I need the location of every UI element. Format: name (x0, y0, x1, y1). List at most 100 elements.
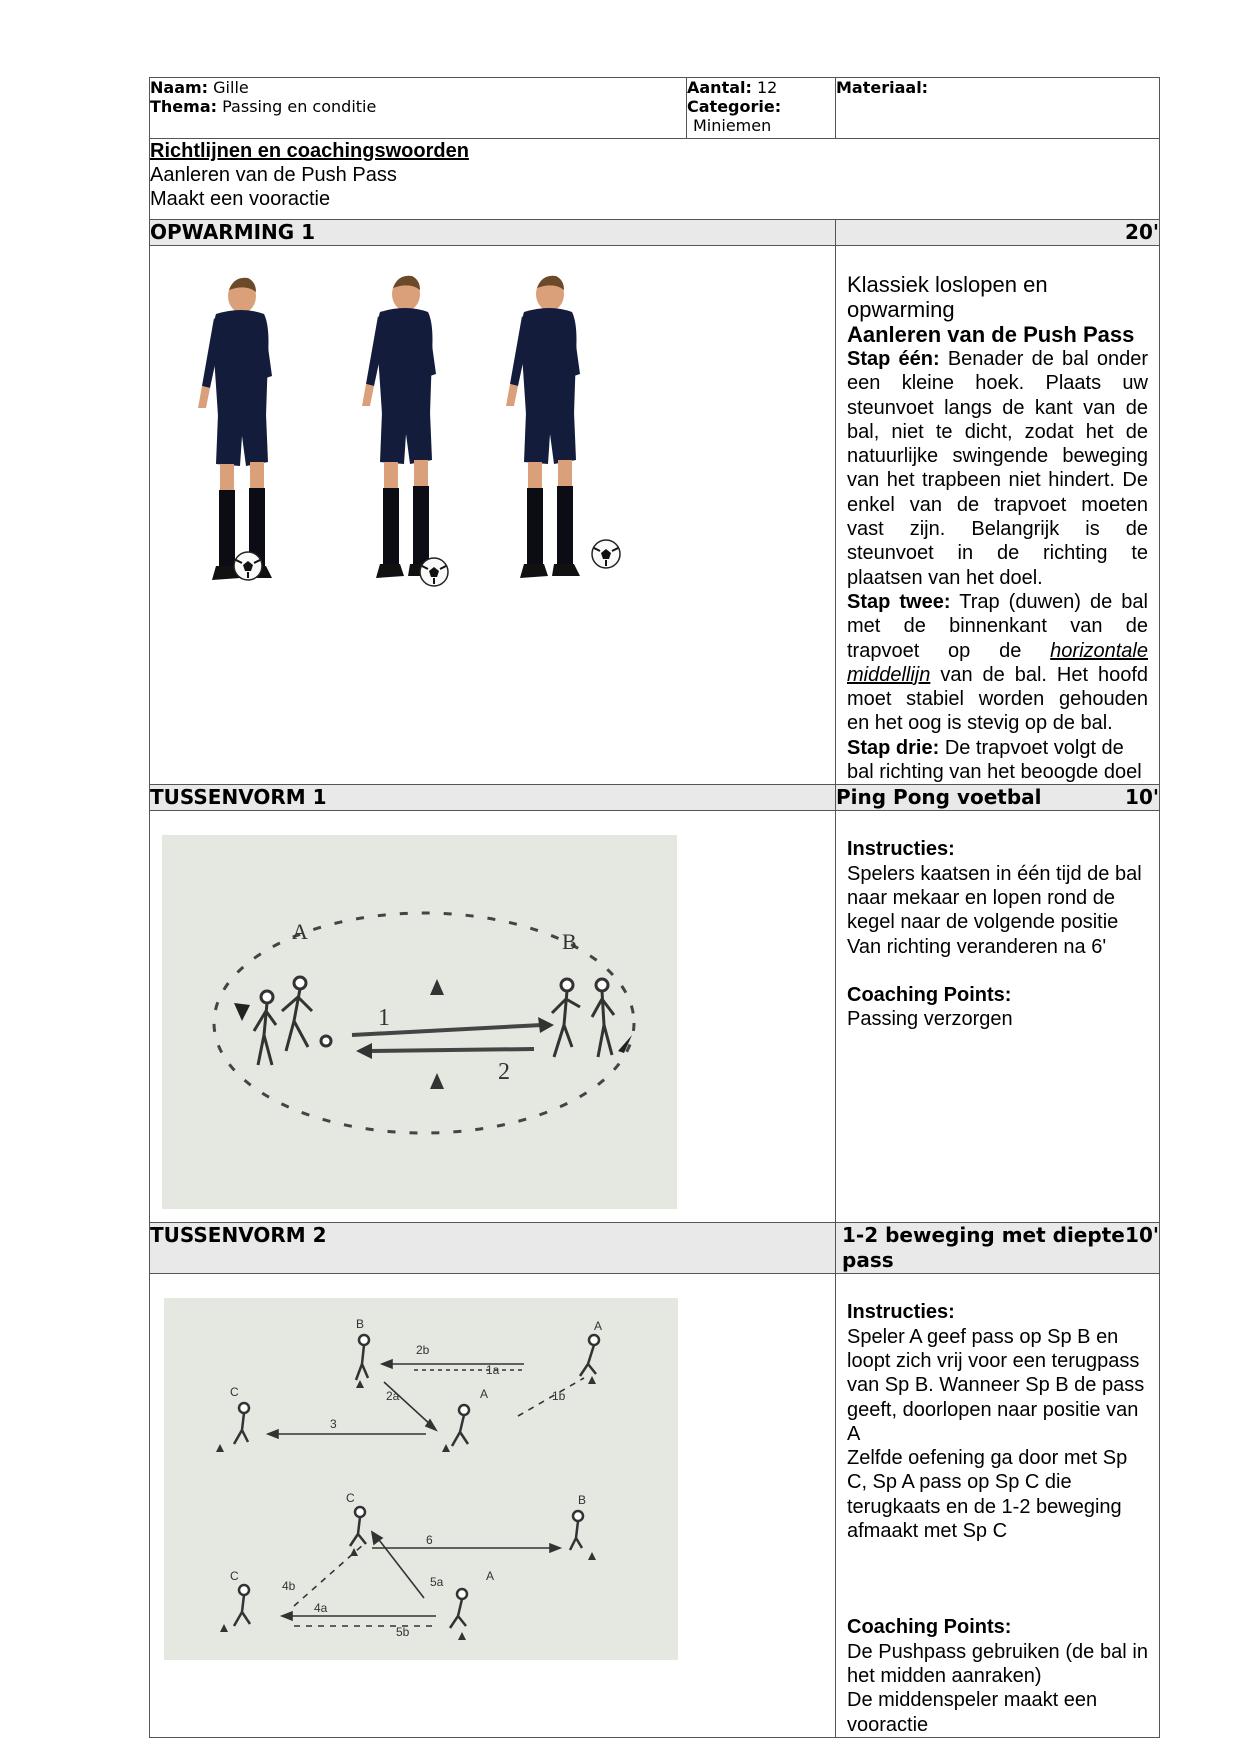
session-sheet: Naam: Gille Thema: Passing en conditie A… (149, 77, 1160, 1738)
tussenvorm2-coach-text2: De middenspeler maakt een vooractie (847, 1689, 1098, 1736)
d2-label-b: B (578, 1493, 586, 1507)
diagram-label-b: B (562, 929, 577, 954)
tussenvorm1-text-cell: Instructies: Spelers kaatsen in één tijd… (835, 810, 1160, 1224)
naam-label: Naam: (150, 78, 209, 97)
opwarming-intro: Klassiek loslopen en opwarming (847, 272, 1048, 322)
tussenvorm2-coach-text: De Pushpass gebruiken (de bal in het mid… (847, 1640, 1148, 1687)
tussenvorm2-image-cell: B A A C 2b 1a 2a 1b 3 C B C A 6 5a 4b (149, 1273, 836, 1738)
opwarming-content: Klassiek loslopen en opwarming Aanleren … (149, 244, 1160, 786)
tussenvorm1-bar: TUSSENVORM 1 Ping Pong voetbal 10' (149, 784, 1160, 812)
spacer (836, 959, 1159, 983)
guidelines-title: Richtlijnen en coachingswoorden (150, 140, 469, 162)
d1-label-c: C (230, 1385, 239, 1399)
step2-text-b: van de bal. Het hoofd moet stabiel worde… (847, 663, 1149, 735)
tussenvorm2-instr-label: Instructies: (847, 1301, 955, 1324)
categorie-value: Miniemen (693, 116, 772, 135)
tussenvorm1-coach-label: Coaching Points: (847, 983, 1012, 1006)
tussenvorm2-bar: TUSSENVORM 2 1-2 beweging met diepte pas… (149, 1222, 1160, 1275)
naam-value: Gille (213, 78, 249, 97)
opwarming-bar: OPWARMING 1 20' (149, 219, 1160, 246)
spacer (836, 1543, 1159, 1615)
tussenvorm2-content: B A A C 2b 1a 2a 1b 3 C B C A 6 5a 4b (149, 1273, 1160, 1738)
tussenvorm2-instr-text2: Zelfde oefening ga door met Sp C, Sp A p… (847, 1447, 1128, 1543)
opwarming-time: 20' (835, 219, 1160, 246)
aantal-label: Aantal: (687, 78, 752, 97)
tussenvorm1-bar-right: Ping Pong voetbal 10' (835, 784, 1160, 812)
tussenvorm1-time: 10' (1125, 785, 1159, 810)
diagram-arrow-1: 1 (378, 1005, 390, 1031)
tussenvorm2-text-cell: Instructies: Speler A geef pass op Sp B … (835, 1273, 1160, 1738)
tussenvorm2-instr-text: Speler A geef pass op Sp B en loopt zich… (847, 1325, 1145, 1445)
ball-1 (233, 551, 263, 581)
header-row: Naam: Gille Thema: Passing en conditie A… (149, 77, 1160, 139)
tussenvorm1-coach-text: Passing verzorgen (847, 1008, 1013, 1031)
categorie-label: Categorie: (687, 97, 782, 116)
d2-label-c: C (346, 1491, 355, 1505)
tussenvorm1-instr-label: Instructies: (847, 838, 955, 861)
diagram2-players (232, 1334, 601, 1630)
guidelines-line2: Maakt een vooractie (150, 188, 331, 210)
d2-label-5b: 5b (396, 1625, 410, 1639)
tussenvorm1-title: TUSSENVORM 1 (149, 784, 836, 812)
guidelines-row: Richtlijnen en coachingswoorden Aanleren… (149, 138, 1160, 220)
d2-label-6: 6 (426, 1533, 433, 1547)
tussenvorm1-subtitle: Ping Pong voetbal (836, 785, 1042, 810)
player-figure-3 (506, 275, 580, 578)
step2-link: horizontale middellijn (847, 639, 1148, 686)
player-figure-1 (198, 277, 272, 580)
session-table: Naam: Gille Thema: Passing en conditie A… (149, 77, 1160, 1738)
step2-label: Stap twee: (847, 590, 951, 613)
diagram-arrow-2: 2 (498, 1059, 510, 1085)
player-figure-2 (362, 275, 436, 578)
d2-label-4b: 4b (282, 1579, 296, 1593)
step2-text-a: Trap (duwen) de bal met de binnenkant va… (847, 590, 1148, 662)
diagram-label-a: A (292, 919, 308, 944)
aantal-value: 12 (757, 78, 778, 97)
d1-label-b: B (356, 1317, 364, 1331)
step3-text: De trapvoet volgt de bal richting van he… (847, 736, 1142, 784)
tussenvorm2-subtitle: 1-2 beweging met diepte pass (842, 1223, 1125, 1273)
ball-3 (591, 539, 621, 569)
d2-label-4a: 4a (314, 1601, 328, 1615)
opwarming-image-cell (149, 244, 836, 786)
opwarming-title: OPWARMING 1 (149, 219, 836, 246)
materiaal-label: Materiaal: (836, 78, 929, 97)
d1-label-a: A (594, 1319, 602, 1333)
tussenvorm1-content: A B 1 2 Instructies: Spelers kaatsen i (149, 810, 1160, 1224)
opwarming-subtitle: Aanleren van de Push Pass (847, 322, 1135, 347)
d2-label-5a: 5a (430, 1575, 444, 1589)
thema-label: Thema: (150, 97, 218, 116)
tussenvorm1-instr-text2: Van richting veranderen na 6' (847, 935, 1107, 958)
step3-label: Stap drie: (847, 736, 940, 759)
step2-paragraph: Stap twee: Trap (duwen) de bal met de bi… (836, 590, 1159, 736)
tussenvorm2-title: TUSSENVORM 2 (149, 1222, 836, 1275)
ping-pong-diagram: A B 1 2 (162, 835, 677, 1210)
tussenvorm2-coach-label: Coaching Points: (847, 1616, 1012, 1639)
d2-label-a: A (486, 1569, 494, 1583)
step3-paragraph: Stap drie: De trapvoet volgt de bal rich… (836, 736, 1159, 785)
ball-2 (419, 557, 449, 587)
opwarming-text-cell: Klassiek loslopen en opwarming Aanleren … (835, 244, 1160, 786)
players-left (252, 975, 333, 1066)
d1-label-3: 3 (330, 1417, 337, 1431)
thema-value: Passing en conditie (222, 97, 377, 116)
naam-cell: Naam: Gille Thema: Passing en conditie (149, 77, 687, 139)
guidelines-cell: Richtlijnen en coachingswoorden Aanleren… (149, 138, 1160, 220)
players-right (550, 977, 616, 1058)
tussenvorm1-image-cell: A B 1 2 (149, 810, 836, 1224)
step1-text: Benader de bal onder een kleine hoek. Pl… (847, 348, 1149, 589)
d1-label-1b: 1b (552, 1389, 566, 1403)
d2-label-c2: C (230, 1569, 239, 1583)
tussenvorm1-instr-text: Spelers kaatsen in één tijd de bal naar … (847, 862, 1142, 934)
aantal-cell: Aantal: 12 Categorie: Miniemen (686, 77, 836, 139)
d1-label-a2: A (480, 1387, 488, 1401)
step1-label: Stap één: (847, 348, 940, 370)
d1-label-1a: 1a (486, 1363, 500, 1377)
push-pass-illustration (198, 275, 621, 587)
d1-label-2b: 2b (416, 1343, 430, 1357)
one-two-diagram: B A A C 2b 1a 2a 1b 3 C B C A 6 5a 4b (164, 1298, 678, 1661)
guidelines-line1: Aanleren van de Push Pass (150, 164, 397, 186)
step1-paragraph: Stap één: Benader de bal onder een klein… (836, 347, 1159, 590)
tussenvorm2-time: 10' (1125, 1223, 1159, 1248)
